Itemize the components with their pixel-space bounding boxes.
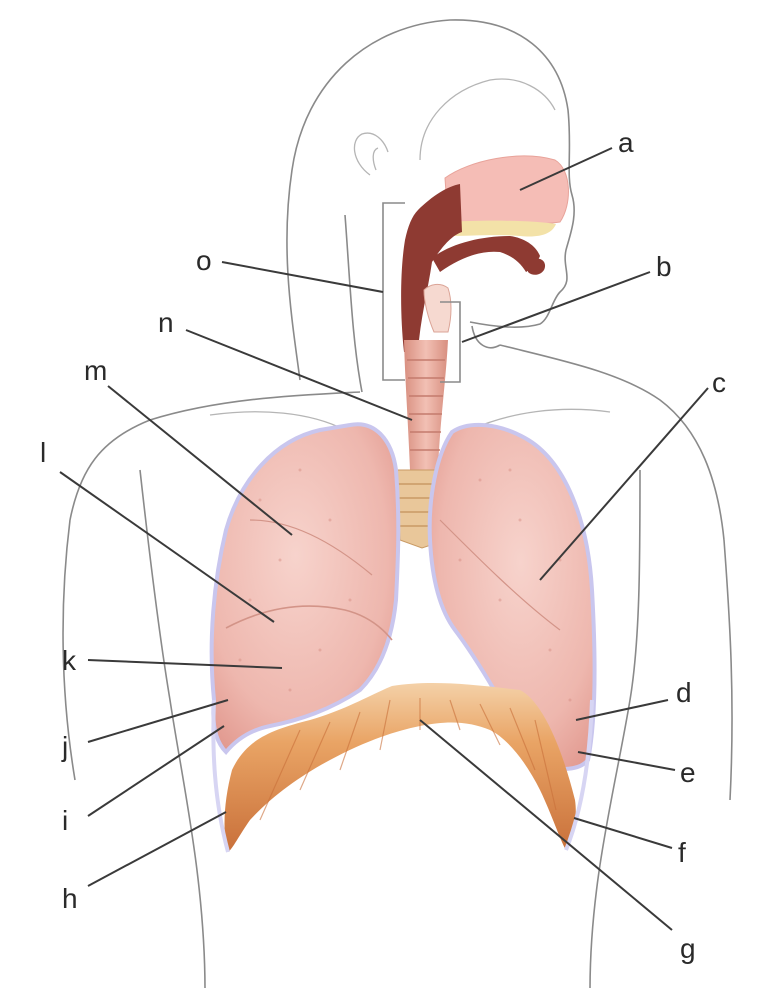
label-n: n	[158, 307, 174, 338]
leader-b	[462, 272, 650, 342]
leader-i	[88, 726, 224, 816]
leader-n	[186, 330, 412, 420]
label-f: f	[678, 837, 686, 868]
label-a: a	[618, 127, 634, 158]
label-j: j	[61, 731, 68, 762]
leader-o	[222, 262, 383, 292]
leader-j	[88, 700, 228, 742]
label-k: k	[62, 645, 77, 676]
leader-e	[578, 752, 675, 770]
label-e: e	[680, 757, 696, 788]
label-d: d	[676, 677, 692, 708]
label-i: i	[62, 805, 68, 836]
label-b: b	[656, 251, 672, 282]
label-l: l	[40, 437, 46, 468]
label-m: m	[84, 355, 107, 386]
label-o: o	[196, 245, 212, 276]
label-h: h	[62, 883, 78, 914]
upper-airway	[401, 156, 568, 352]
leader-f	[574, 818, 672, 848]
label-c: c	[712, 367, 726, 398]
label-g: g	[680, 933, 696, 964]
leader-h	[88, 812, 226, 886]
